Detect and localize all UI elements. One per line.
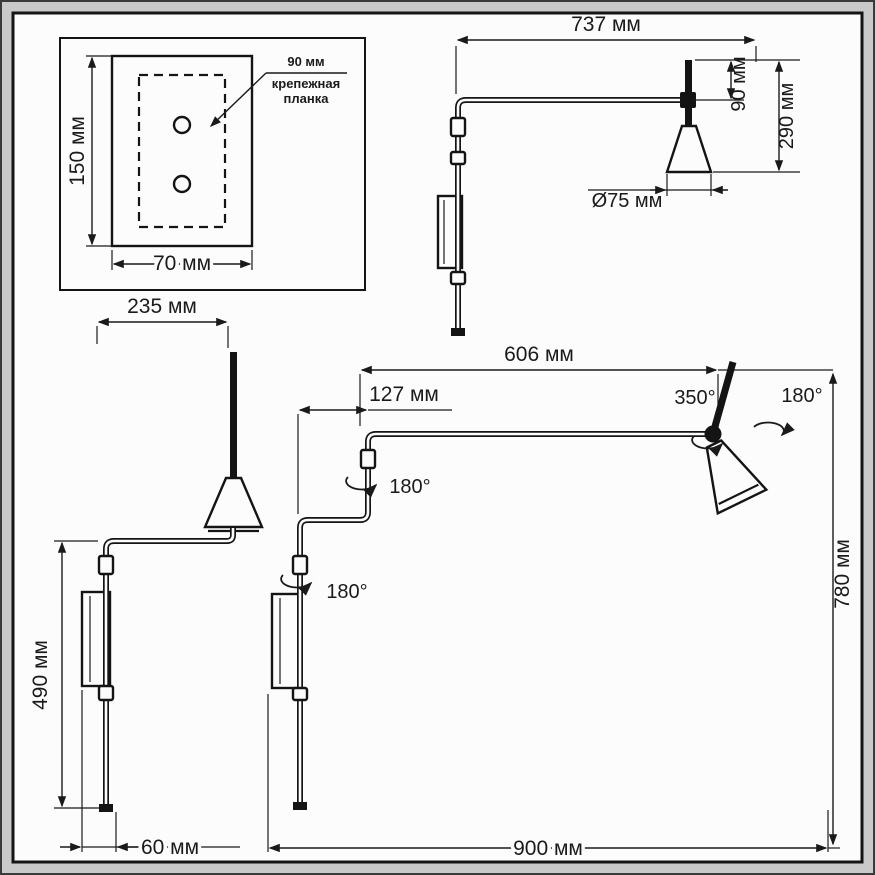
- rod-collar: [449, 150, 467, 166]
- rod-collar: [359, 448, 377, 470]
- plate-height-label: 150 мм: [66, 116, 89, 186]
- mount-hole-top: [172, 115, 192, 135]
- lamp-hinge: [704, 425, 722, 443]
- mount-hole-bottom: [172, 174, 192, 194]
- hole-spacing-label: 90 мм: [287, 54, 324, 69]
- rod-foot: [99, 804, 113, 812]
- annotation-leader-line: [209, 72, 267, 127]
- total-height-label: 780 мм: [831, 539, 854, 609]
- head-height-label: 90 мм: [728, 56, 750, 111]
- rotation-elbow-label: 180°: [389, 476, 430, 498]
- rod-collar: [97, 554, 115, 576]
- rod-collar: [97, 684, 115, 702]
- wall-plate: [270, 592, 302, 690]
- front-height-label: 490 мм: [29, 640, 52, 710]
- bracket-label-line1: крепежная: [272, 76, 340, 91]
- front-view: 235 мм 490 мм 60 мм: [29, 295, 264, 863]
- bracket-label-line2: планка: [284, 91, 330, 106]
- arm-length-label: 606 мм: [504, 343, 574, 366]
- rod-collar: [291, 554, 309, 576]
- lamp-stem: [230, 352, 237, 478]
- rotation-arc-head: [691, 435, 724, 457]
- rotation-arc-head-tilt: [753, 421, 795, 437]
- rotation-head-tilt-label: 180°: [781, 385, 822, 407]
- rotation-arc-elbow: [345, 476, 378, 498]
- rod-collar: [449, 116, 467, 138]
- rod-foot: [293, 802, 307, 810]
- total-height-label: 290 мм: [776, 83, 798, 149]
- lamp-hinge: [680, 92, 696, 108]
- shade-diameter-label: Ø75 мм: [592, 190, 663, 212]
- lamp-shade-cone: [665, 124, 713, 174]
- shade-rim: [718, 483, 759, 505]
- arm-tube-fill: [104, 528, 235, 806]
- side-view-top: 737 мм 90 мм 290 мм Ø75 мм: [436, 13, 800, 336]
- lamp-shade-cone: [203, 476, 264, 529]
- arm-length-label: 737 мм: [571, 13, 641, 36]
- front-width-label: 235 мм: [127, 295, 197, 318]
- front-base-label: 60 мм: [141, 836, 199, 859]
- rotation-arc-base: [280, 574, 313, 596]
- arm-tube-fill: [456, 98, 688, 330]
- lamp-stem: [710, 361, 737, 431]
- rotation-head-label: 350°: [674, 387, 715, 409]
- rod-foot: [451, 328, 465, 336]
- mounting-plate: [110, 54, 254, 248]
- rod-collar: [449, 270, 467, 286]
- arm-tube-fill: [298, 432, 712, 804]
- mounting-plate-view: 150 мм 70 мм 90 мм крепежная планка: [59, 37, 366, 291]
- main-side-view: 606 мм 127 мм 350° 180° 180° 180° 780 мм: [267, 343, 854, 864]
- offset-label: 127 мм: [369, 383, 439, 406]
- reach-label: 900 мм: [513, 837, 583, 860]
- plate-width-label: 70 мм: [153, 252, 211, 275]
- rotation-base-label: 180°: [326, 581, 367, 603]
- rod-collar: [291, 686, 309, 702]
